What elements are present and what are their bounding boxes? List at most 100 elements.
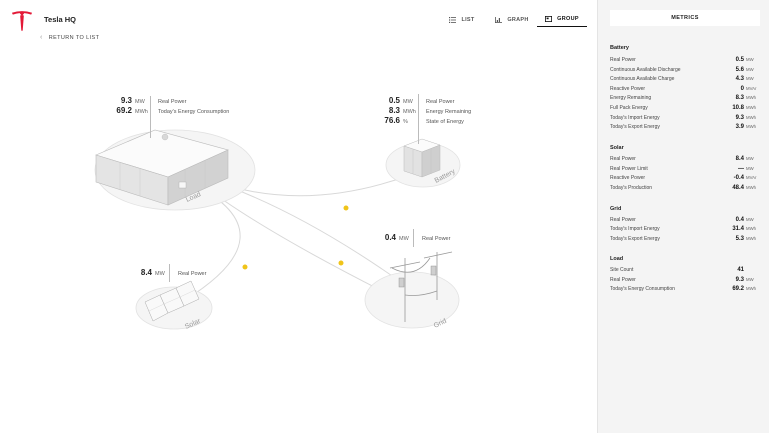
flow-indicator-battery	[343, 205, 349, 211]
metric-label: Energy Remaining	[610, 95, 652, 102]
metric-label: Reactive Power	[610, 175, 646, 182]
grid-real-power-value: 0.4	[384, 233, 396, 242]
metric-unit: MW	[746, 156, 754, 161]
tab-graph-label: GRAPH	[507, 16, 529, 23]
solar-section-title: Solar	[610, 145, 624, 151]
metric-unit: MWh	[746, 226, 757, 232]
metric-value: 8.3	[735, 95, 744, 102]
metric-unit: MWh	[746, 286, 757, 292]
return-to-list-link[interactable]: ‹ RETURN TO LIST	[40, 34, 99, 41]
bar-chart-icon	[495, 16, 503, 23]
battery-readout-divider	[418, 94, 419, 144]
metric-label: Real Power	[610, 156, 636, 162]
metric-label: Today's Export Energy	[610, 235, 660, 242]
group-icon	[545, 16, 553, 22]
load-energy-value: 69.2	[116, 106, 132, 115]
metric-label: Real Power	[610, 276, 636, 283]
tab-group[interactable]: GROUP	[537, 12, 587, 27]
tesla-logo-icon	[11, 11, 33, 32]
metric-value: 31.4	[732, 226, 744, 233]
solar-real-power-unit: MW	[155, 271, 165, 277]
battery-real-power-unit: MW	[403, 99, 413, 105]
energy-flow-diagram: Load Battery Solar	[94, 129, 461, 331]
metric-unit: MW	[746, 66, 754, 72]
tab-metrics[interactable]: METRICS	[610, 10, 760, 26]
metric-value: 10.8	[732, 105, 744, 111]
battery-site[interactable]: Battery	[385, 138, 461, 188]
battery-section-title: Battery	[610, 45, 629, 51]
metric-unit: MWh	[746, 235, 757, 241]
load-roof-unit	[161, 133, 169, 141]
metric-value: 4.3	[735, 76, 744, 83]
view-tabs: LIST GRAPH GROUP	[437, 12, 587, 27]
metric-label: Continuous Available Charge	[610, 76, 675, 83]
tab-group-label: GROUP	[557, 16, 579, 22]
load-real-power-label: Real Power	[158, 99, 187, 105]
metric-value: 48.4	[732, 184, 744, 191]
load-real-power-value: 9.3	[120, 96, 132, 105]
flow-indicator-solar	[242, 264, 248, 270]
metric-row: Real Power Limit —MW	[610, 166, 760, 176]
tab-list-label: LIST	[461, 16, 475, 23]
metric-label: Today's Energy Consumption	[610, 286, 675, 293]
battery-energy-value: 8.3	[388, 106, 400, 115]
battery-energy-unit: MWh	[403, 109, 416, 115]
load-section-title: Load	[610, 256, 624, 262]
metric-row: Site Count 41	[610, 267, 760, 277]
grid-real-power-unit: MW	[399, 236, 409, 242]
tab-list[interactable]: LIST	[437, 12, 487, 27]
grid-section-title: Grid	[610, 206, 622, 212]
load-site[interactable]: Load	[94, 129, 256, 211]
metric-value: 9.3	[735, 114, 744, 121]
solar-readout-divider	[169, 264, 170, 282]
transformer	[398, 277, 405, 288]
load-readout-divider	[150, 96, 151, 138]
metric-label: Real Power Limit	[610, 165, 648, 172]
metric-unit: MW	[746, 57, 754, 62]
metric-label: Real Power	[610, 57, 636, 63]
metric-value: 0.5	[735, 57, 744, 63]
grid-real-power-label: Real Power	[422, 236, 451, 242]
metric-value: 41	[737, 267, 744, 273]
battery-real-power-label: Real Power	[426, 99, 455, 105]
load-energy-unit: MWh	[135, 109, 148, 115]
metric-unit: MW	[746, 165, 754, 171]
metric-label: Today's Import Energy	[610, 226, 660, 233]
flow-indicator-grid	[338, 260, 344, 266]
solar-site[interactable]: Solar	[135, 280, 213, 331]
battery-soe-unit: %	[403, 119, 408, 125]
tab-graph[interactable]: GRAPH	[487, 12, 537, 27]
list-icon	[449, 16, 457, 23]
metric-value: 0.4	[735, 216, 744, 223]
metric-value: 9.3	[735, 276, 744, 283]
grid-site[interactable]: Grid	[364, 251, 460, 330]
metric-label: Real Power	[610, 216, 636, 223]
metric-unit: MWh	[746, 124, 757, 130]
metric-unit: MVAr	[746, 175, 757, 181]
transformer	[430, 265, 437, 276]
metric-value: —	[738, 165, 744, 172]
metric-label: Today's Production	[610, 184, 653, 191]
metric-unit: MVAr	[746, 85, 757, 91]
return-to-list-label: RETURN TO LIST	[48, 34, 100, 41]
metric-label: Site Count	[610, 267, 634, 273]
battery-soe-value: 76.6	[384, 116, 400, 125]
metric-unit: MWh	[746, 105, 757, 110]
metric-label: Reactive Power	[610, 85, 646, 92]
flow-line-load-grid-lower	[199, 182, 401, 301]
